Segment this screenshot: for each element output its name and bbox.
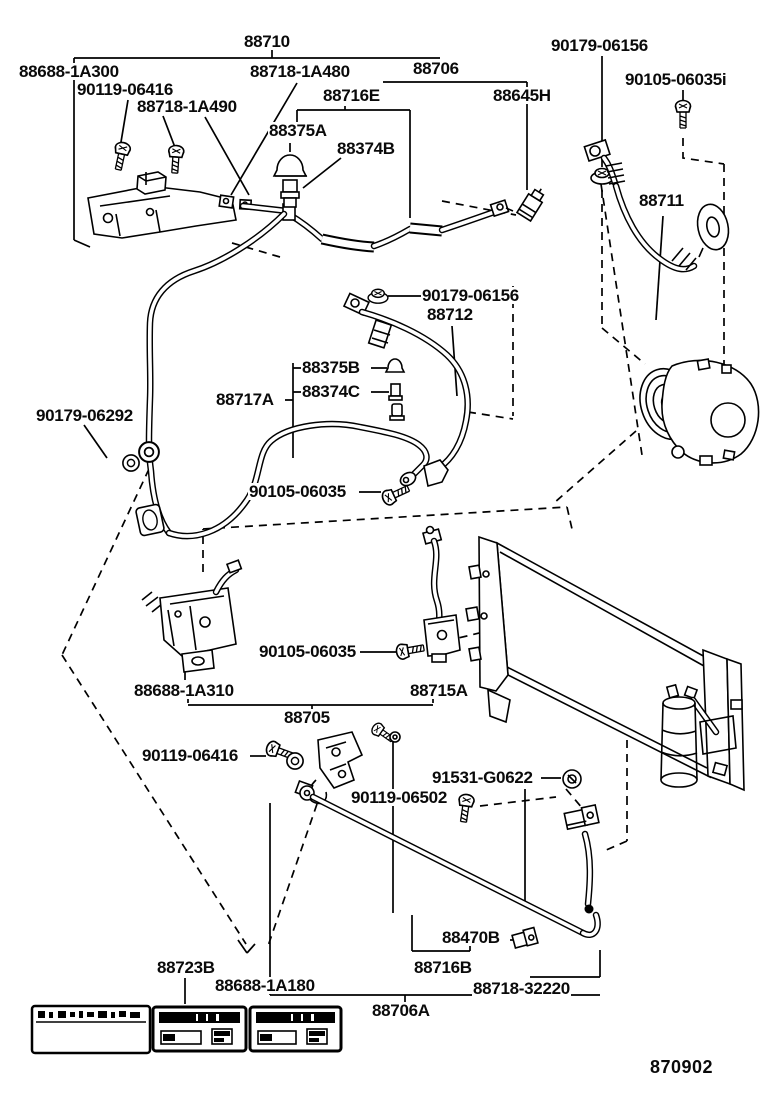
pipe-fitting [218,194,235,209]
part-label: 88723B [156,958,216,977]
part-label: 88374B [336,139,396,158]
part-label: 88688-1A180 [214,976,316,995]
part-label: 88688-1A300 [18,62,120,81]
bolt-icon [110,140,133,172]
part-label: 90105-06035 [258,642,357,661]
condenser [465,535,745,792]
pipe-clamp [423,459,449,488]
part-label: 88715A [409,681,469,700]
part-label: 88374C [301,382,361,401]
part-label: 90119-06416 [141,746,239,765]
bolt-icon [166,144,185,175]
part-label: 88645H [492,86,552,105]
part-label: 88712 [426,305,474,324]
part-label: 88375A [268,121,328,140]
caution-plate [151,1005,248,1053]
pipe-88706a [294,779,601,949]
caution-plate [248,1005,343,1053]
bolt-icon [455,792,476,824]
bracket-88688-1a310 [141,559,243,673]
caution-label-plates [30,1004,343,1055]
part-label: 90179-06156 [550,36,649,55]
pipe-88710 [239,199,514,253]
bolt-icon [394,639,426,661]
part-label: 88718-32220 [472,979,571,998]
grommet-icon [286,752,304,770]
pipe-end-fitting [489,199,514,218]
grommet-icon [122,454,140,472]
drawing-number: 870902 [650,1057,714,1077]
part-label: 90119-06416 [76,80,174,99]
part-label: 88716E [322,86,381,105]
part-label: 88706 [412,59,460,78]
part-label: 88718-1A480 [249,62,351,81]
part-label: 88470B [441,928,501,947]
valve-stack-88375b-88374c [384,358,406,421]
pipe-88715a [421,525,461,663]
part-label: 88718-1A490 [136,97,238,116]
part-label: 88705 [283,708,331,727]
part-label: 90105-06035 [248,482,347,501]
bolt-icon [379,480,413,508]
pipe-88717a [135,210,430,540]
grommet-stack-88375a-88374b [272,154,308,208]
pressure-switch-88645h [515,188,545,223]
part-label: 88710 [243,32,291,51]
compressor [639,358,760,466]
bracket-assembly-88705 [263,720,401,805]
bolt-icon [674,99,692,129]
hose-88711 [583,138,730,273]
part-label: 88688-1A310 [133,681,235,700]
part-label: 90119-06502 [350,788,448,807]
part-label: 88375B [301,358,361,377]
part-label: 88716B [413,958,473,977]
receiver-drier [660,683,737,788]
fastener-91531-g0622 [562,769,582,789]
nut-icon [367,288,389,304]
pipe-clamp [135,503,165,537]
part-label: 88706A [371,1001,431,1020]
clamp-88470b [511,926,539,949]
part-label: 91531-G0622 [431,768,534,787]
pipe-clamp [563,803,600,831]
grommet-icon [138,441,160,463]
part-label: 88717A [215,390,275,409]
part-label: 88711 [638,191,685,210]
part-label: 90105-06035i [624,70,728,89]
part-label: 90179-06156 [421,286,520,305]
part-label: 90179-06292 [35,406,134,425]
service-valve [367,319,393,349]
